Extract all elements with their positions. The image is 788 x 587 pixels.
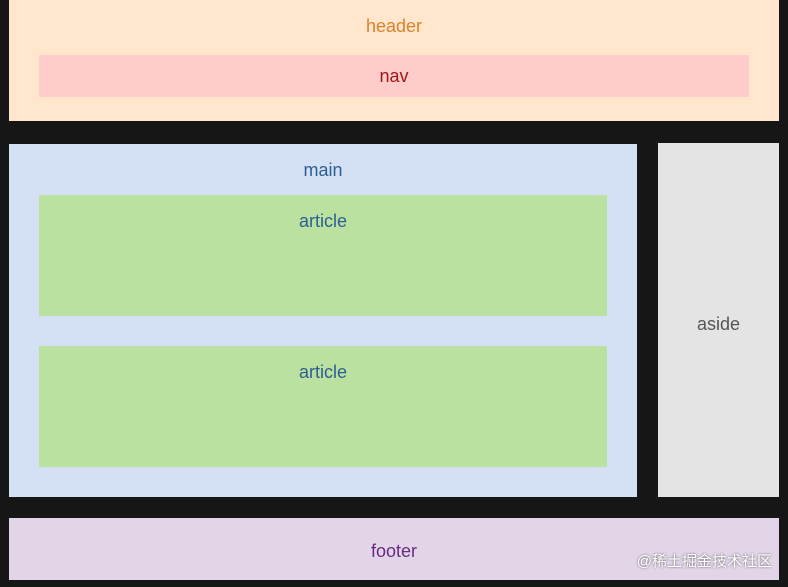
- nav-region: nav: [39, 55, 749, 97]
- aside-label: aside: [696, 314, 741, 334]
- header-region: header nav: [9, 0, 779, 121]
- watermark-text: @稀土掘金技术社区: [636, 553, 772, 570]
- main-label: main: [303, 160, 343, 180]
- article-label: article: [298, 211, 347, 231]
- nav-label: nav: [379, 66, 409, 86]
- article-region: article: [39, 195, 607, 316]
- footer-region: footer: [9, 518, 779, 580]
- header-label: header: [365, 16, 423, 36]
- article-label: article: [298, 362, 347, 382]
- main-region: main article article: [9, 144, 637, 497]
- footer-label: footer: [370, 541, 418, 561]
- article-region: article: [39, 346, 607, 467]
- aside-region: aside: [658, 143, 779, 497]
